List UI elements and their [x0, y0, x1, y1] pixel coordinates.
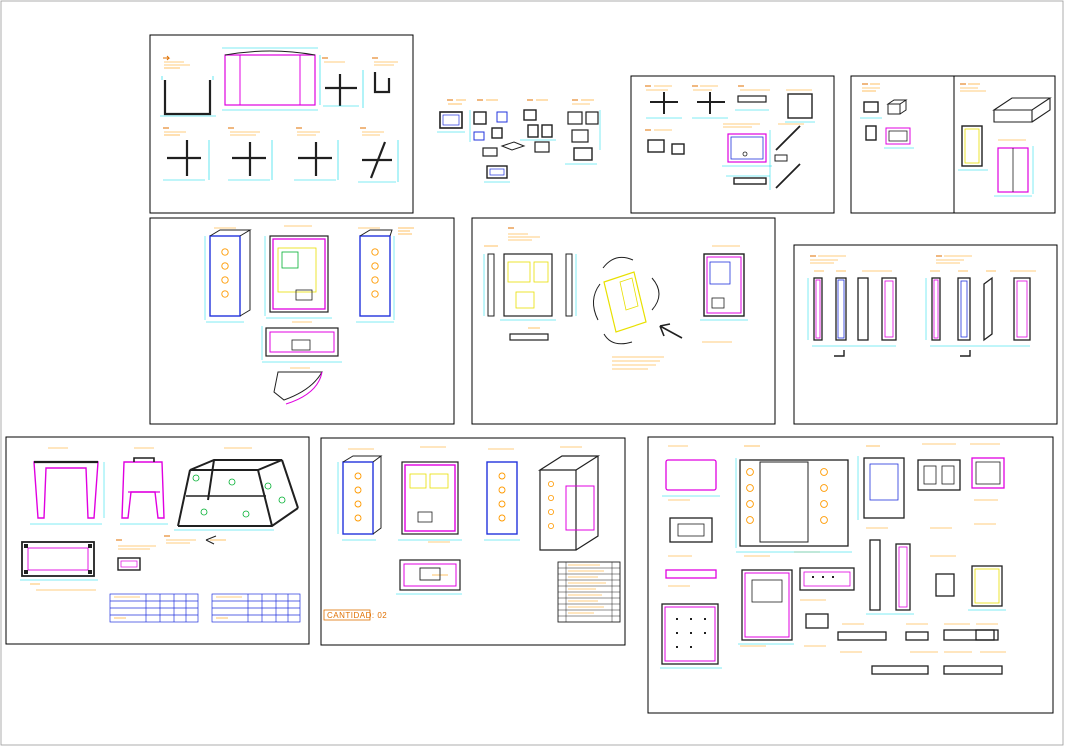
sheet-side-panels — [793, 244, 1058, 425]
sheet-cabinet-elevations — [149, 217, 455, 425]
sheet-border — [149, 34, 414, 214]
quantity-box — [323, 609, 371, 621]
quantity-label: CANTIDAD: 02 — [327, 611, 387, 620]
sheet-detailed-parts — [647, 436, 1054, 714]
sheet-enclosure-assembly: CANTIDAD: 02 — [320, 437, 626, 646]
sheet-frame-stand — [5, 436, 310, 645]
sheet-flanges — [630, 75, 835, 214]
sheet-rotation-view — [471, 217, 776, 425]
sheet-profiles — [149, 34, 414, 214]
sheet-small-boxes — [850, 75, 1056, 214]
small-details — [437, 99, 601, 183]
